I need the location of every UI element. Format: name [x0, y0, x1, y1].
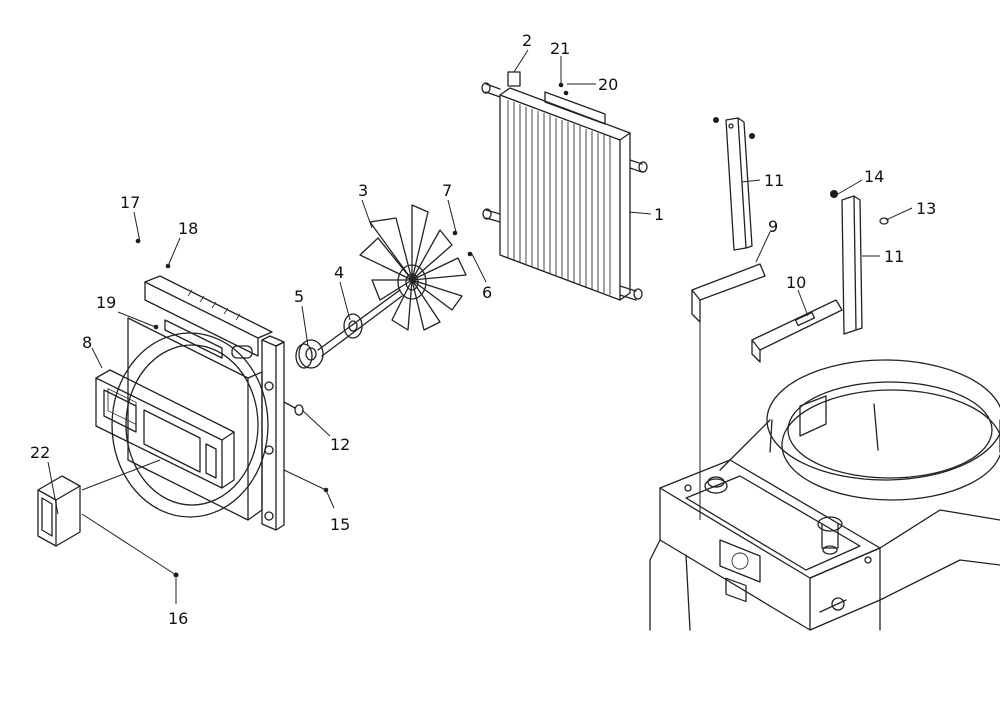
- callout-20: 20: [598, 75, 618, 94]
- callout-5: 5: [294, 287, 304, 306]
- callout-6: 6: [482, 283, 492, 302]
- radiator-core: [481, 71, 648, 301]
- callout-1: 1: [654, 205, 664, 224]
- callout-15: 15: [330, 515, 350, 534]
- callout-8: 8: [82, 333, 92, 352]
- brackets: [691, 117, 863, 363]
- callout-14: 14: [864, 167, 884, 186]
- callout-13: 13: [916, 199, 936, 218]
- pulley: [295, 339, 324, 369]
- callout-22: 22: [30, 443, 50, 462]
- callout-10: 10: [786, 273, 806, 292]
- cover-22: [37, 475, 81, 547]
- callout-19: 19: [96, 293, 116, 312]
- fan-hub: [343, 313, 363, 339]
- callout-17: 17: [120, 193, 140, 212]
- callout-4: 4: [334, 263, 344, 282]
- callout-labels: 1 2 3 4 5 6 7 8 9 10 11 11 12 13 14 15 1…: [30, 31, 936, 628]
- leader-lines: [47, 49, 913, 604]
- callout-11-upper: 11: [764, 171, 784, 190]
- callout-7: 7: [442, 181, 452, 200]
- callout-18: 18: [178, 219, 198, 238]
- callout-11-lower: 11: [884, 247, 904, 266]
- callout-16: 16: [168, 609, 188, 628]
- callout-21: 21: [550, 39, 570, 58]
- main-frame: [649, 359, 1000, 631]
- callout-12: 12: [330, 435, 350, 454]
- callout-2: 2: [522, 31, 532, 50]
- fan-assembly: [317, 204, 467, 357]
- callout-3: 3: [358, 181, 368, 200]
- callout-9: 9: [768, 217, 778, 236]
- fan-shroud-frame: [95, 275, 304, 531]
